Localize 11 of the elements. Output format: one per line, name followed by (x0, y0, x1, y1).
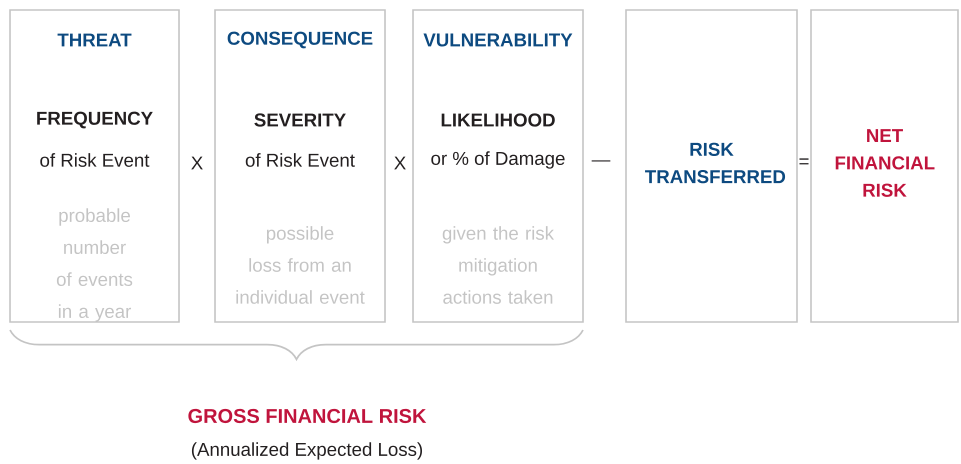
term-box: VULNERABILITY LIKELIHOOD or % of Damage given the risk mitigation actions taken (412, 9, 584, 323)
term-box: CONSEQUENCE SEVERITY of Risk Event possible loss from an individual event (214, 9, 386, 323)
term-box: NET FINANCIAL RISK (810, 9, 959, 323)
total-note: (Annualized Expected Loss) (192, 442, 422, 460)
term-box: THREAT FREQUENCY of Risk Event probable number of events in a year (9, 9, 180, 323)
operator: — (592, 160, 610, 162)
total-label: GROSS FINANCIAL RISK (188, 408, 426, 424)
operator: = (799, 158, 809, 164)
operator: X (394, 156, 406, 170)
operator: X (191, 156, 203, 170)
term-box: RISK TRANSFERRED (625, 9, 798, 323)
